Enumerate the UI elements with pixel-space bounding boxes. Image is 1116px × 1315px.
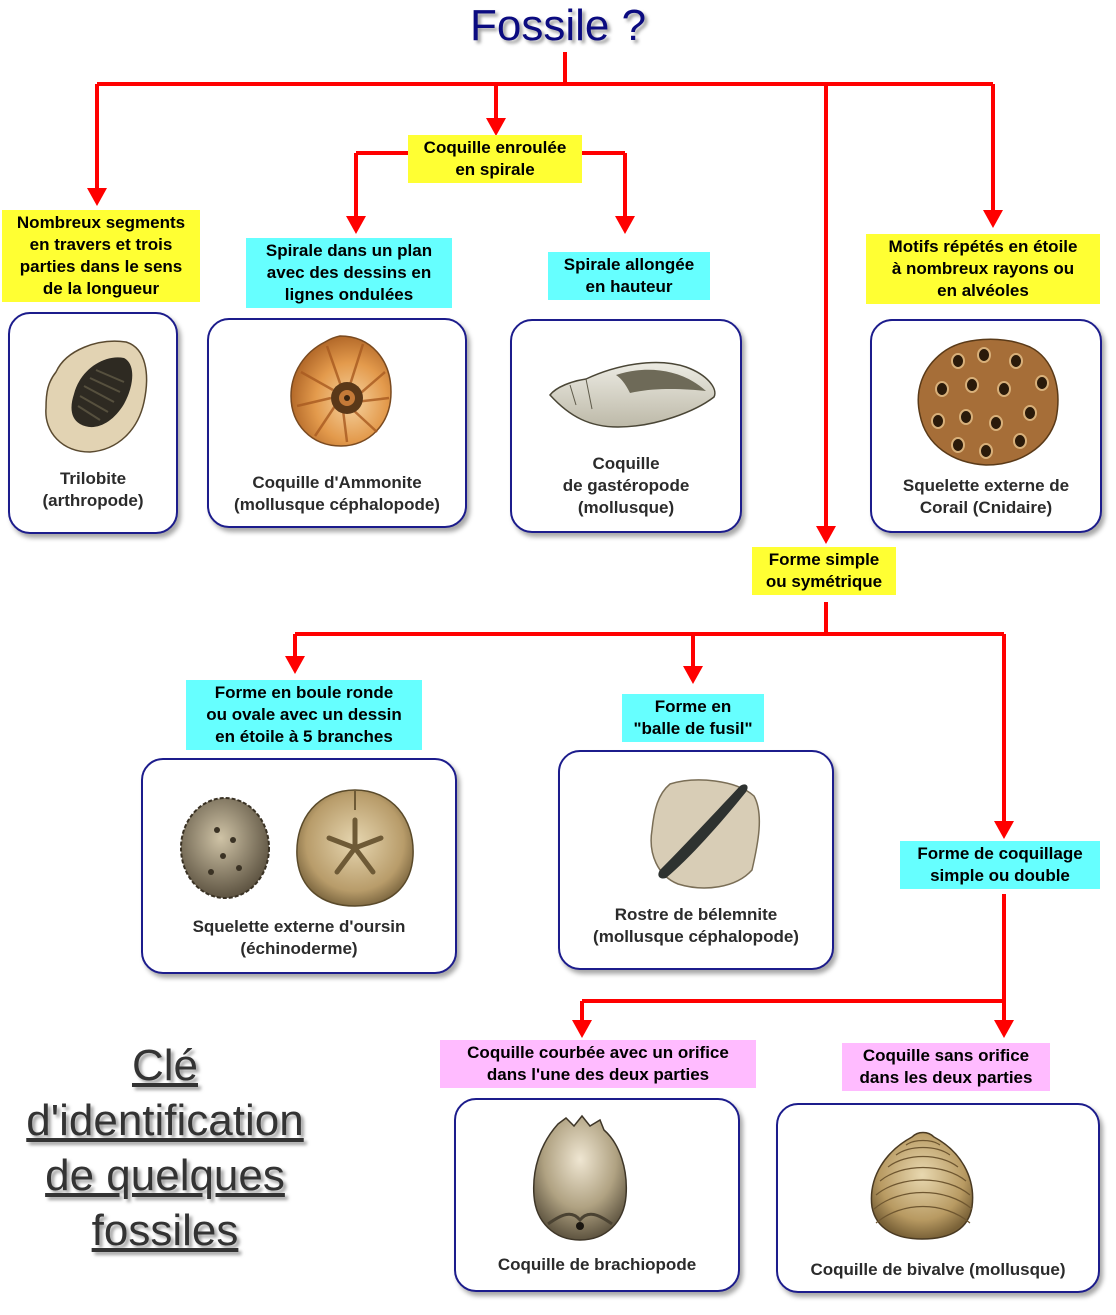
arrowhead-icon (816, 526, 836, 544)
caption-line: Squelette externe d'oursin (192, 917, 406, 936)
diagram-title: Fossile ? (470, 1, 647, 50)
criterion-shell: Forme de coquillage simple ou double (900, 841, 1100, 889)
ammonite-illustration (290, 335, 392, 447)
arrowhead-icon (486, 118, 506, 136)
criterion-line: Forme de coquillage (917, 844, 1083, 863)
caption-line: Trilobite (59, 469, 127, 488)
fossil-card-coral: Squelette externe de Corail (Cnidaire) (870, 319, 1102, 533)
criterion-spiral-tall: Spirale allongée en hauteur (548, 252, 710, 300)
arrowhead-icon (615, 216, 635, 234)
caption-line: Coquille de bivalve (mollusque) (810, 1260, 1066, 1279)
arrowhead-icon (87, 188, 107, 206)
criterion-no-orifice: Coquille sans orifice dans les deux part… (842, 1043, 1050, 1091)
criterion-line: avec des dessins en (266, 263, 432, 282)
criterion-line: en étoile à 5 branches (215, 727, 393, 746)
fossil-caption: Coquille de gastéropode (mollusque) (512, 453, 740, 519)
criterion-simple: Forme simple ou symétrique (752, 547, 896, 595)
criterion-line: à nombreux rayons ou (891, 259, 1075, 278)
arrowhead-icon (572, 1020, 592, 1038)
fossil-card-ammonite: Coquille d'Ammonite (mollusque céphalopo… (207, 318, 467, 528)
key-title-line: de quelques (45, 1151, 285, 1200)
criterion-line: lignes ondulées (284, 285, 414, 304)
fossil-card-urchin: Squelette externe d'oursin (échinoderme) (141, 758, 457, 974)
criterion-line: parties dans le sens (19, 257, 183, 276)
fossil-caption: Coquille d'Ammonite (mollusque céphalopo… (209, 472, 465, 516)
fossil-caption: Squelette externe d'oursin (échinoderme) (143, 916, 455, 960)
criterion-line: en hauteur (585, 277, 673, 296)
key-title-line: fossiles (91, 1206, 239, 1255)
criterion-line: de la longueur (42, 279, 160, 298)
caption-line: (mollusque) (577, 498, 675, 517)
criterion-curved-orifice: Coquille courbée avec un orifice dans l'… (440, 1040, 756, 1088)
fossil-caption: Coquille de brachiopode (456, 1254, 738, 1276)
brachiopod-illustration (532, 1114, 628, 1241)
fossil-card-belemnite: Rostre de bélemnite (mollusque céphalopo… (558, 750, 834, 970)
gastropod-illustration (549, 361, 716, 428)
caption-line: (mollusque céphalopode) (234, 495, 440, 514)
criterion-line: dans l'une des deux parties (486, 1065, 710, 1084)
criterion-line: Forme en boule ronde (214, 683, 394, 702)
criterion-bullet: Forme en "balle de fusil" (622, 694, 764, 742)
caption-line: Rostre de bélemnite (614, 905, 778, 924)
criterion-line: dans les deux parties (859, 1068, 1033, 1087)
criterion-line: "balle de fusil" (633, 719, 753, 738)
caption-line: Squelette externe de (902, 476, 1070, 495)
criterion-spiral-plane: Spirale dans un plan avec des dessins en… (246, 238, 452, 308)
criterion-line: simple ou double (930, 866, 1070, 885)
coral-illustration (917, 338, 1059, 466)
bivalve-illustration (870, 1131, 974, 1240)
criterion-line: en travers et trois (29, 235, 173, 254)
criterion-line: Spirale dans un plan (265, 241, 433, 260)
criterion-star: Motifs répétés en étoile à nombreux rayo… (866, 234, 1100, 304)
arrowhead-icon (285, 656, 305, 674)
trilobite-illustration (45, 340, 148, 453)
caption-line: (mollusque céphalopode) (593, 927, 799, 946)
arrowhead-icon (346, 216, 366, 234)
caption-line: (arthropode) (42, 491, 144, 510)
criterion-line: Forme simple (768, 550, 880, 569)
caption-line: Coquille (592, 454, 660, 473)
criterion-line: en alvéoles (937, 281, 1029, 300)
caption-line: Corail (Cnidaire) (919, 498, 1053, 517)
fossil-card-gastropod: Coquille de gastéropode (mollusque) (510, 319, 742, 533)
criterion-line: Coquille enroulée (423, 138, 567, 157)
criterion-line: Forme en (654, 697, 732, 716)
key-title-line: Clé (131, 1041, 199, 1090)
key-title: Clé d'identification de quelques fossile… (10, 1038, 320, 1258)
arrowhead-icon (994, 821, 1014, 839)
caption-line: de gastéropode (562, 476, 690, 495)
belemnite-illustration (650, 779, 761, 889)
fossil-card-bivalve: Coquille de bivalve (mollusque) (776, 1103, 1100, 1293)
criterion-line: Nombreux segments (16, 213, 186, 232)
arrowhead-icon (994, 1020, 1014, 1038)
fossil-caption: Rostre de bélemnite (mollusque céphalopo… (560, 904, 832, 948)
criterion-segments: Nombreux segments en travers et trois pa… (2, 210, 200, 302)
criterion-line: Spirale allongée (563, 255, 695, 274)
urchin-illustration (180, 789, 414, 907)
fossil-caption: Trilobite (arthropode) (10, 468, 176, 512)
criterion-line: ou symétrique (765, 572, 883, 591)
fossil-card-trilobite: Trilobite (arthropode) (8, 312, 178, 534)
caption-line: Coquille de brachiopode (497, 1255, 697, 1274)
criterion-ball: Forme en boule ronde ou ovale avec un de… (186, 680, 422, 750)
key-title-line: d'identification (26, 1096, 304, 1145)
caption-line: (échinoderme) (240, 939, 358, 958)
fossil-card-brachiopod: Coquille de brachiopode (454, 1098, 740, 1292)
arrowhead-icon (683, 666, 703, 684)
criterion-line: Coquille sans orifice (862, 1046, 1030, 1065)
fossil-caption: Squelette externe de Corail (Cnidaire) (872, 475, 1100, 519)
fossil-caption: Coquille de bivalve (mollusque) (778, 1259, 1098, 1281)
caption-line: Coquille d'Ammonite (252, 473, 422, 492)
criterion-line: Motifs répétés en étoile (888, 237, 1078, 256)
criterion-line: Coquille courbée avec un orifice (467, 1043, 729, 1062)
criterion-line: en spirale (455, 160, 535, 179)
criterion-line: ou ovale avec un dessin (206, 705, 402, 724)
criterion-spiral: Coquille enroulée en spirale (408, 135, 582, 183)
arrowhead-icon (983, 210, 1003, 228)
